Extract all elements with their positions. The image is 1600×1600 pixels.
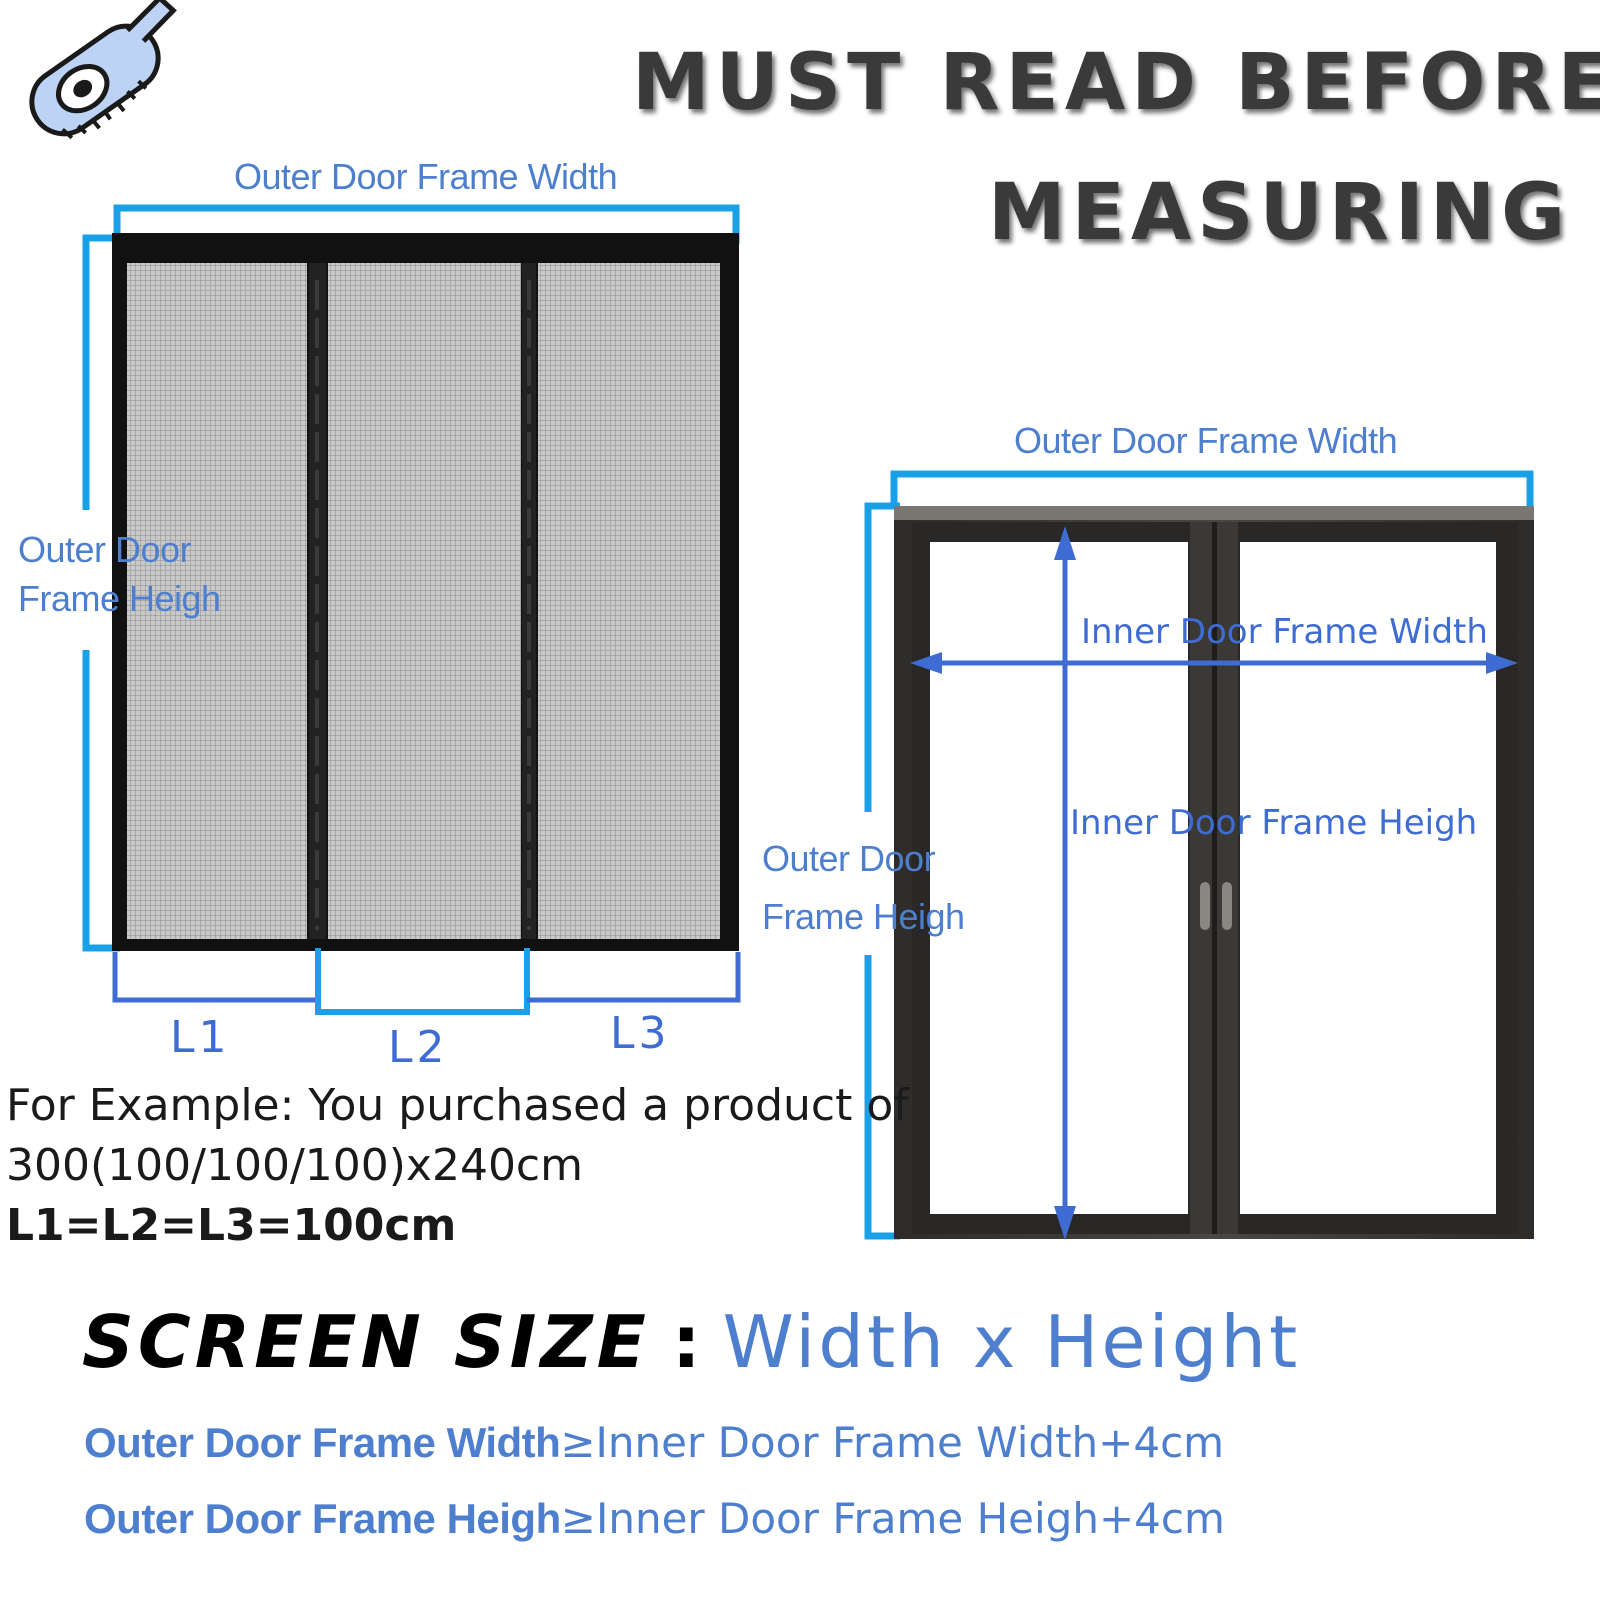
mesh-panel-middle xyxy=(328,263,521,939)
screen-side-label-1: Outer Door xyxy=(18,529,192,570)
example-block: For Example: You purchased a product of … xyxy=(6,1076,909,1256)
formula-width-rhs: ≥Inner Door Frame Width+4cm xyxy=(560,1418,1225,1467)
tape-measure-icon xyxy=(29,0,177,140)
mesh-panel-right xyxy=(538,263,720,939)
door-handle-left xyxy=(1200,882,1210,930)
title-line-1: MUST READ BEFORE xyxy=(632,38,1600,128)
screen-size-heading: SCREEN SIZE:Width x Height xyxy=(82,1300,1300,1384)
screen-side-label-2: Frame Heigh xyxy=(18,578,221,619)
formula-width: Outer Door Frame Width≥Inner Door Frame … xyxy=(84,1418,1224,1467)
door-side-label-1: Outer Door xyxy=(762,838,936,879)
segment-label-l2: L2 xyxy=(388,1022,449,1073)
door-side-label-2: Frame Heigh xyxy=(762,896,965,937)
outer-height-bracket-bottom xyxy=(82,650,120,952)
formula-height: Outer Door Frame Heigh≥Inner Door Frame … xyxy=(84,1494,1225,1543)
example-line-3: L1=L2=L3=100cm xyxy=(6,1200,457,1251)
inner-height-arrow xyxy=(1054,526,1076,1240)
inner-width-label: Inner Door Frame Width xyxy=(1081,612,1488,652)
screen-diagram xyxy=(82,204,741,1015)
screen-size-label: SCREEN SIZE xyxy=(82,1300,650,1384)
inner-height-label: Inner Door Frame Heigh xyxy=(1070,803,1478,843)
title-line-2: MEASURING xyxy=(988,168,1572,258)
screen-size-separator: : xyxy=(671,1300,701,1384)
l3-bracket xyxy=(527,952,741,1003)
screen-top-label: Outer Door Frame Width xyxy=(234,156,618,197)
formula-height-rhs: ≥Inner Door Frame Heigh+4cm xyxy=(560,1494,1225,1543)
door-handle-right xyxy=(1222,882,1232,930)
door-glass-right xyxy=(1240,542,1496,1214)
formula-height-lhs: Outer Door Frame Heigh xyxy=(84,1495,561,1542)
door-outer-height-bracket-bottom xyxy=(864,955,900,1240)
l1-bracket xyxy=(112,952,318,1003)
outer-height-bracket-top xyxy=(82,234,120,510)
door-diagram xyxy=(864,470,1534,1240)
segment-label-l3: L3 xyxy=(610,1008,671,1059)
door-glass-left xyxy=(930,542,1188,1214)
mesh-panel-left xyxy=(127,263,307,939)
formula-width-lhs: Outer Door Frame Width xyxy=(84,1419,561,1466)
l2-bracket xyxy=(315,948,530,1015)
example-line-1: For Example: You purchased a product of xyxy=(6,1080,909,1131)
inner-width-arrow xyxy=(910,652,1518,674)
example-line-2: 300(100/100/100)x240cm xyxy=(6,1140,583,1191)
door-outer-width-bracket xyxy=(890,470,1534,516)
door-top-label: Outer Door Frame Width xyxy=(1014,420,1398,461)
screen-size-value: Width x Height xyxy=(722,1300,1301,1384)
door-outer-height-bracket-top xyxy=(864,502,900,812)
segment-label-l1: L1 xyxy=(170,1012,231,1063)
outer-width-bracket xyxy=(113,204,740,244)
